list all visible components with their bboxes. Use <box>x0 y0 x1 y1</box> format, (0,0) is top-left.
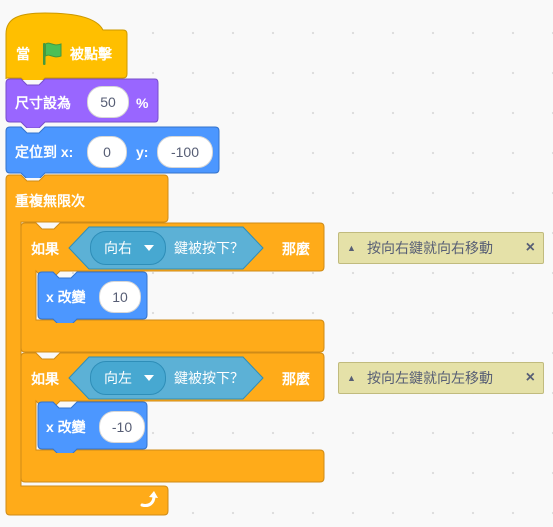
comment-close-icon[interactable]: × <box>525 239 535 256</box>
comment-collapse-icon[interactable]: ▲ <box>347 373 356 383</box>
x-value-input[interactable]: 0 <box>87 136 127 168</box>
go-to-xy-block[interactable]: 定位到 x: 0 y: -100 <box>5 126 221 178</box>
change-x-left-input[interactable]: -10 <box>99 411 145 443</box>
if-left-label: 如果 <box>31 371 59 387</box>
comment-collapse-icon[interactable]: ▲ <box>347 243 356 253</box>
key-pressed-left-label: 鍵被按下？ <box>174 370 244 386</box>
hat-suffix-label: 被點擊 <box>70 46 112 62</box>
when-flag-clicked-block[interactable]: 當 被點擊 <box>5 12 129 80</box>
forever-block-shape <box>5 174 169 516</box>
comment-right[interactable]: ▲ 按向右鍵就向右移動 × <box>338 232 544 264</box>
hat-block-shape <box>5 12 128 80</box>
forever-label: 重複無限次 <box>15 193 85 209</box>
key-right-value: 向右 <box>104 240 132 256</box>
go-to-y-label: y: <box>136 144 149 160</box>
comment-left[interactable]: ▲ 按向左鍵就向左移動 × <box>338 362 544 394</box>
comment-close-icon[interactable]: × <box>525 369 535 386</box>
go-to-x-label: 定位到 x: <box>15 144 74 160</box>
hat-prefix-label: 當 <box>16 46 30 62</box>
change-x-right-input[interactable]: 10 <box>99 281 141 313</box>
then-left-label: 那麼 <box>282 371 310 387</box>
comment-left-text: 按向左鍵就向左移動 <box>367 370 493 386</box>
comment-right-text: 按向右鍵就向右移動 <box>367 240 493 256</box>
then-right-label: 那麼 <box>282 241 310 257</box>
key-pressed-right-label: 鍵被按下？ <box>174 240 244 256</box>
change-x-left-block[interactable]: x 改變 -10 <box>37 401 149 453</box>
green-flag-icon <box>43 42 62 65</box>
size-unit-label: % <box>136 95 149 111</box>
set-size-block[interactable]: 尺寸設為 50 % <box>5 78 159 128</box>
dropdown-arrow-icon <box>144 245 154 251</box>
dropdown-arrow-icon <box>144 375 154 381</box>
size-value-input[interactable]: 50 <box>87 86 129 118</box>
forever-block[interactable]: 重複無限次 <box>5 174 170 518</box>
key-right-dropdown[interactable]: 向右 <box>90 231 166 265</box>
change-x-left-label: x 改變 <box>46 419 86 435</box>
if-right-label: 如果 <box>31 241 59 257</box>
key-left-dropdown[interactable]: 向左 <box>90 361 166 395</box>
y-value-input[interactable]: -100 <box>157 136 213 168</box>
if-right-arrow-block[interactable]: 如果 向右 鍵被按下？ 那麼 <box>20 222 326 354</box>
loop-arrow-icon <box>140 491 158 507</box>
change-x-right-label: x 改變 <box>46 289 86 305</box>
set-size-label: 尺寸設為 <box>15 95 71 111</box>
key-left-value: 向左 <box>104 370 132 386</box>
change-x-right-block[interactable]: x 改變 10 <box>37 271 149 323</box>
if-left-arrow-block[interactable]: 如果 向左 鍵被按下？ 那麼 <box>20 352 326 486</box>
